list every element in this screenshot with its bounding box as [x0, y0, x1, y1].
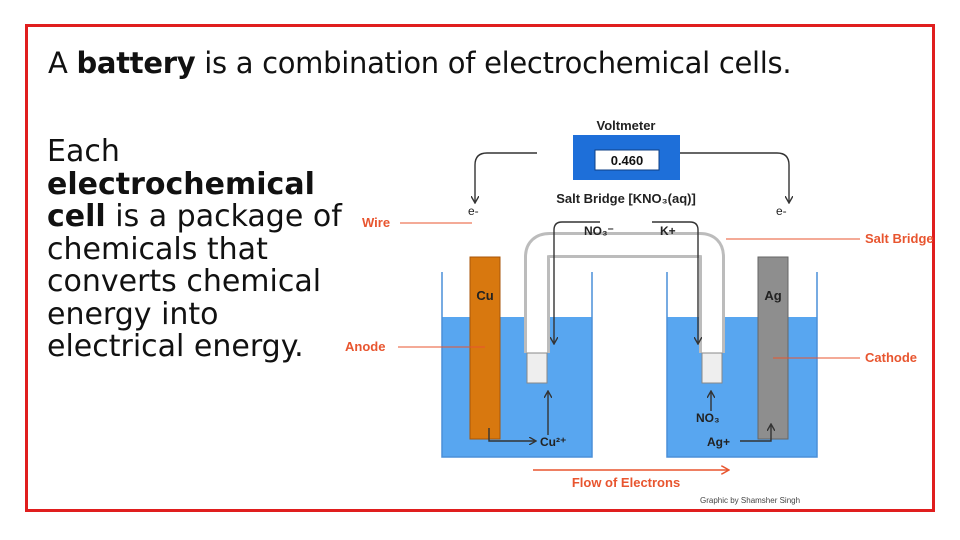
electron-right-label: e-	[776, 204, 787, 218]
flow-label: Flow of Electrons	[572, 475, 680, 490]
callout-salt-bridge: Salt Bridge	[865, 231, 934, 246]
voltmeter-reading: 0.460	[611, 153, 644, 168]
copper-electrode	[469, 256, 501, 440]
callout-cathode: Cathode	[865, 350, 917, 365]
electron-left-label: e-	[468, 204, 479, 218]
wire-right	[680, 152, 789, 202]
title-keyword: battery	[76, 46, 196, 80]
wire-left	[475, 152, 537, 202]
ion-k-label: K+	[660, 224, 676, 238]
cu-ion-arrow	[488, 428, 535, 441]
callout-anode: Anode	[345, 339, 385, 354]
ag-ion-arrow	[740, 425, 771, 442]
body-paragraph: Each electrochemical cell is a package o…	[47, 134, 342, 364]
slide-title: A battery is a combination of electroche…	[48, 46, 792, 80]
voltmeter-display	[594, 149, 660, 171]
cathode-beaker	[666, 272, 818, 458]
anode-beaker	[441, 272, 593, 458]
no3-flow-arrow	[554, 221, 600, 343]
callout-wire: Wire	[362, 215, 390, 230]
k-flow-arrow	[652, 221, 698, 343]
ion-no3-label: NO₃⁻	[584, 224, 614, 238]
anode-solution	[442, 317, 592, 457]
graphic-credit: Graphic by Shamsher Singh	[700, 496, 800, 505]
salt-bridge-title: Salt Bridge [KNO₃(aq)]	[556, 191, 696, 206]
cathode-metal-label: Ag	[764, 288, 781, 303]
cathode-solution	[667, 317, 817, 457]
electrochemical-cell-diagram: 0.460 Voltmeter Salt Bridge [KNO₃(aq)] e…	[345, 118, 934, 505]
no3-lower-label: NO₃	[696, 411, 720, 425]
voltmeter-label: Voltmeter	[597, 118, 656, 133]
silver-electrode	[757, 256, 789, 440]
ag-ion-label: Ag+	[707, 435, 730, 449]
salt-bridge-plug-right	[701, 352, 723, 384]
anode-metal-label: Cu	[476, 288, 493, 303]
salt-bridge-plug-left	[526, 352, 548, 384]
body-keyword: electrochemical cell	[47, 166, 315, 234]
cu-ion-label: Cu²⁺	[540, 435, 566, 449]
slide-border	[25, 24, 935, 512]
